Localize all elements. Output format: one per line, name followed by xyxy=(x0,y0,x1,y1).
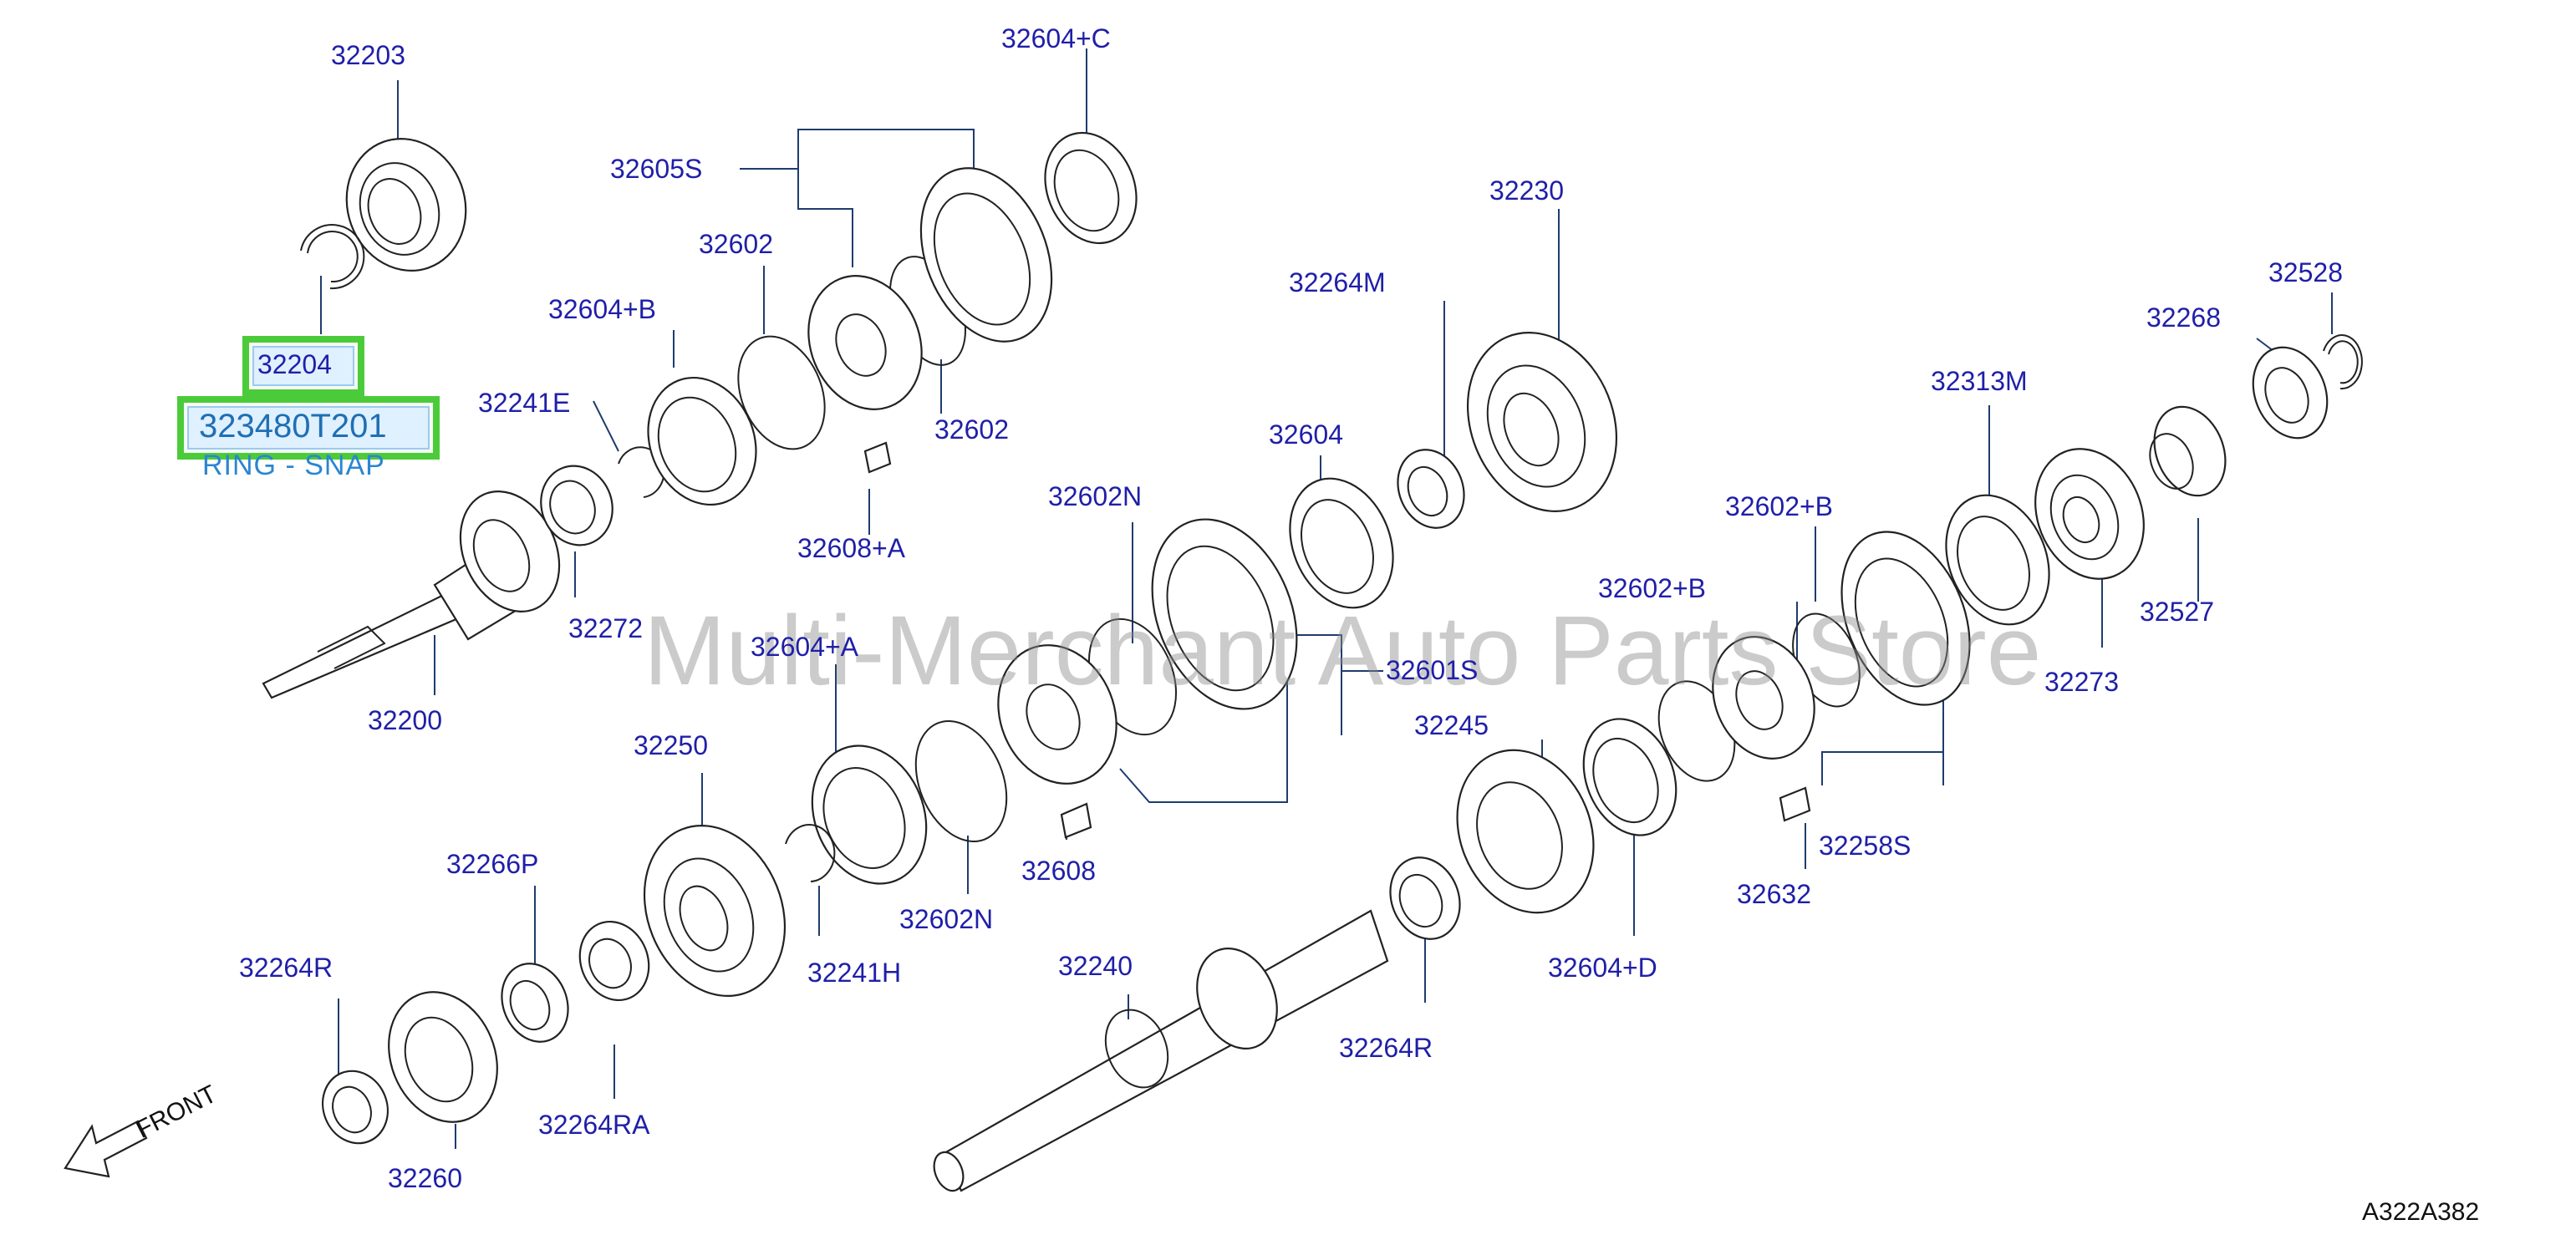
needle-bearing-32264r-mid xyxy=(1389,856,1461,940)
label-32527[interactable]: 32527 xyxy=(2140,597,2214,627)
snap-ring-32204 xyxy=(300,224,365,290)
label-32313m[interactable]: 32313M xyxy=(1931,366,2028,396)
selected-part-number: 323480T201 xyxy=(199,408,387,445)
gear-32230 xyxy=(1466,332,1618,512)
coupling-sleeve-32258s xyxy=(1840,531,1971,706)
selected-part-highlight-fill xyxy=(252,346,354,386)
label-32264r-left[interactable]: 32264R xyxy=(239,953,333,983)
coupling-sleeve-32601s xyxy=(1151,518,1298,710)
gear-32250 xyxy=(643,825,787,997)
needle-bearing-32264r-left xyxy=(322,1070,389,1145)
diagram-code: A322A382 xyxy=(2362,1198,2480,1226)
bearing-32203 xyxy=(345,138,467,272)
label-32602b-top[interactable]: 32602+B xyxy=(1725,491,1834,521)
gear-32245 xyxy=(1456,749,1595,914)
baulk-ring-32604a xyxy=(811,745,928,885)
front-arrow-icon xyxy=(64,1120,148,1178)
selected-part-number-highlight[interactable]: 323480T201 xyxy=(177,396,440,460)
label-32602n-top[interactable]: 32602N xyxy=(1048,481,1143,511)
label-32604[interactable]: 32604 xyxy=(1269,419,1343,450)
label-32632[interactable]: 32632 xyxy=(1737,879,1811,909)
label-32200[interactable]: 32200 xyxy=(368,705,442,735)
coupling-hub-32601s xyxy=(997,644,1117,839)
label-32608[interactable]: 32608 xyxy=(1021,856,1096,886)
selected-part-highlight[interactable]: 32204 xyxy=(242,336,364,396)
coupling-hub-32605s xyxy=(807,275,923,474)
bearing-32268 xyxy=(2252,346,2329,440)
gear-32260 xyxy=(388,991,498,1123)
label-32601s[interactable]: 32601S xyxy=(1386,655,1479,685)
label-32605s[interactable]: 32605S xyxy=(610,154,703,184)
snap-ring-32241h xyxy=(785,824,836,882)
label-32602-top[interactable]: 32602 xyxy=(699,229,773,259)
label-32264m[interactable]: 32264M xyxy=(1289,267,1386,297)
baulk-ring-32604b xyxy=(647,376,757,506)
label-32241h[interactable]: 32241H xyxy=(807,958,902,988)
bushing-32527 xyxy=(2149,405,2227,497)
label-32264r-mid[interactable]: 32264R xyxy=(1339,1033,1433,1063)
label-32203[interactable]: 32203 xyxy=(331,40,405,70)
coupling-sleeve-32605s xyxy=(919,167,1053,343)
label-32608a[interactable]: 32608+A xyxy=(797,533,906,563)
coupling-hub-32258s xyxy=(1712,636,1815,822)
baulk-ring-32313m xyxy=(1945,494,2050,626)
label-32260[interactable]: 32260 xyxy=(388,1163,462,1193)
needle-bearing-32264m xyxy=(1397,449,1465,529)
label-32264ra[interactable]: 32264RA xyxy=(538,1110,650,1140)
label-32602b-mid[interactable]: 32602+B xyxy=(1598,573,1707,603)
label-32273[interactable]: 32273 xyxy=(2044,667,2119,697)
label-32268[interactable]: 32268 xyxy=(2146,302,2221,333)
label-32272[interactable]: 32272 xyxy=(568,613,643,643)
label-32240[interactable]: 32240 xyxy=(1058,951,1133,981)
selected-ref-label: 32204 xyxy=(257,349,332,379)
label-32245[interactable]: 32245 xyxy=(1414,710,1489,740)
watermark: Multi-Merchant Auto Parts Store xyxy=(644,596,2042,706)
bushing-32266p xyxy=(501,963,569,1043)
label-32266p[interactable]: 32266P xyxy=(446,849,539,879)
needle-bearing-32272 xyxy=(540,465,613,546)
gear-32273 xyxy=(2034,448,2145,580)
main-shaft-32240 xyxy=(933,909,1389,1192)
main-drive-shaft-32200 xyxy=(262,490,561,699)
label-32602n-bot[interactable]: 32602N xyxy=(899,904,994,934)
label-32602-mid[interactable]: 32602 xyxy=(934,414,1009,445)
label-32604c[interactable]: 32604+C xyxy=(1001,23,1111,53)
label-32528[interactable]: 32528 xyxy=(2268,257,2343,287)
baulk-ring-32604c xyxy=(1044,131,1138,245)
label-32604a[interactable]: 32604+A xyxy=(751,632,859,662)
label-32230[interactable]: 32230 xyxy=(1489,175,1564,206)
selected-part-number-fill xyxy=(187,406,430,450)
label-32604b[interactable]: 32604+B xyxy=(548,294,657,324)
label-32250[interactable]: 32250 xyxy=(634,730,708,760)
needle-bearing-32264ra xyxy=(578,920,650,1002)
label-32604d[interactable]: 32604+D xyxy=(1548,953,1657,983)
label-32258s[interactable]: 32258S xyxy=(1819,831,1912,861)
label-32241e[interactable]: 32241E xyxy=(478,388,571,418)
snap-ring-32528 xyxy=(2323,334,2363,390)
selected-part-description: RING - SNAP xyxy=(202,450,385,481)
baulk-ring-32604 xyxy=(1289,477,1394,609)
baulk-ring-32604d xyxy=(1582,718,1677,836)
